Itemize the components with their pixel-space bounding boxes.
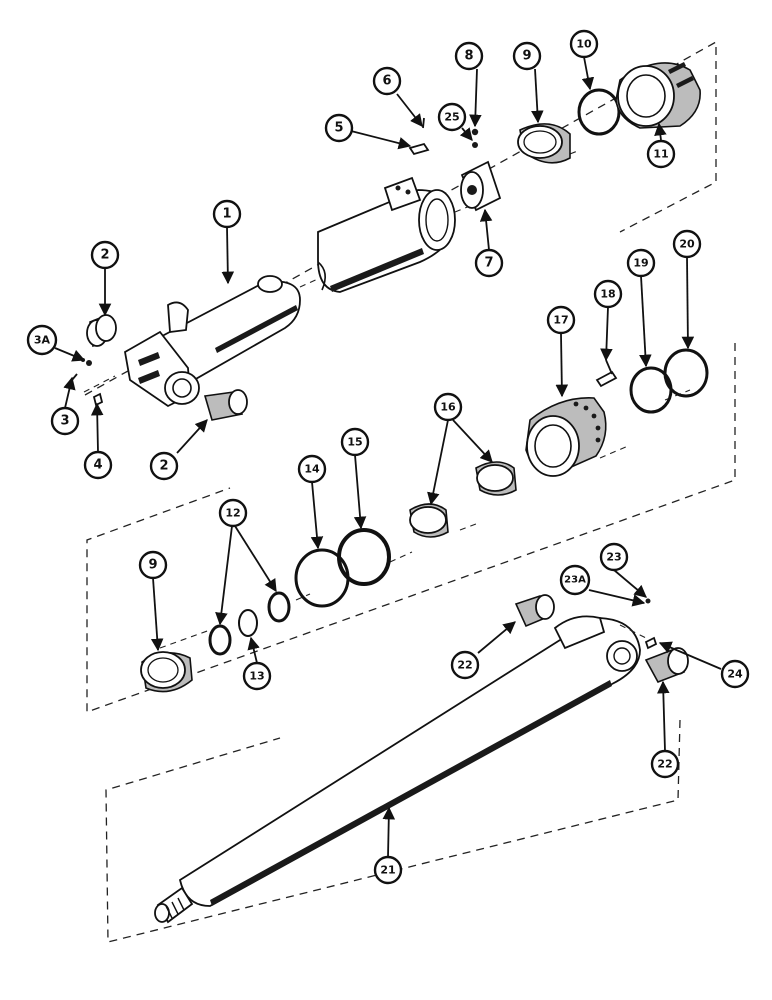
callout-1: 1 xyxy=(212,199,242,229)
leader-lines xyxy=(54,56,722,858)
svg-text:19: 19 xyxy=(633,257,648,270)
ring-9-upper xyxy=(517,123,571,164)
svg-text:25: 25 xyxy=(444,111,459,124)
bushing-lower xyxy=(203,389,248,421)
callout-23a: 23A xyxy=(559,564,591,596)
svg-text:7: 7 xyxy=(484,256,493,271)
svg-text:20: 20 xyxy=(679,238,695,251)
callout-16: 16 xyxy=(433,392,463,422)
callout-10: 10 xyxy=(569,29,599,59)
ring-9-lower xyxy=(140,651,193,693)
svg-text:16: 16 xyxy=(440,401,456,414)
bushing-16-right xyxy=(475,461,517,496)
svg-text:22: 22 xyxy=(457,659,472,672)
callout-5: 5 xyxy=(324,113,354,143)
svg-text:3A: 3A xyxy=(34,334,51,347)
svg-text:9: 9 xyxy=(148,558,157,573)
bushing-16-left xyxy=(409,503,449,538)
svg-text:2: 2 xyxy=(159,459,168,474)
callout-19: 19 xyxy=(626,248,656,278)
pin-6 xyxy=(422,117,425,129)
fitting-23 xyxy=(645,598,651,604)
fitting-24 xyxy=(619,624,658,650)
callout-9-lower: 9 xyxy=(138,550,168,580)
svg-text:8: 8 xyxy=(464,49,473,64)
callout-14: 14 xyxy=(297,454,327,484)
bushing-upper xyxy=(86,314,117,348)
callout-9-upper: 9 xyxy=(512,41,542,71)
centerline-middle xyxy=(159,389,691,649)
seal-13 xyxy=(238,609,258,637)
piston-7 xyxy=(460,160,502,212)
svg-text:21: 21 xyxy=(380,864,395,877)
ring-20 xyxy=(663,348,709,398)
svg-text:4: 4 xyxy=(93,458,102,473)
callout-8: 8 xyxy=(454,41,484,71)
bushing-22-upper xyxy=(514,594,555,628)
oring-10 xyxy=(577,88,621,136)
svg-text:6: 6 xyxy=(382,74,391,89)
fitting-3 xyxy=(71,373,78,381)
callout-22-lower: 22 xyxy=(650,749,680,779)
callout-25: 25 xyxy=(437,102,467,132)
callout-4: 4 xyxy=(83,450,113,480)
svg-text:9: 9 xyxy=(522,49,531,64)
svg-text:17: 17 xyxy=(553,314,568,327)
assembly-frame-upper xyxy=(84,40,717,396)
ball-25 xyxy=(472,142,478,148)
callout-17: 17 xyxy=(546,305,576,335)
assembly-frame-middle xyxy=(86,343,736,713)
svg-text:24: 24 xyxy=(727,668,743,681)
svg-text:3: 3 xyxy=(60,414,69,429)
svg-text:22: 22 xyxy=(657,758,672,771)
callout-22-upper: 22 xyxy=(450,650,480,680)
callout-15: 15 xyxy=(340,427,370,457)
ball-8 xyxy=(471,128,479,136)
fitting-4 xyxy=(92,392,104,407)
seal-12-right xyxy=(267,591,291,623)
callout-23: 23 xyxy=(599,542,629,572)
svg-text:18: 18 xyxy=(600,288,615,301)
bolt-18 xyxy=(595,359,618,388)
barrel-tube xyxy=(317,176,456,293)
callout-6: 6 xyxy=(372,66,402,96)
callout-13: 13 xyxy=(242,661,272,691)
svg-text:10: 10 xyxy=(576,38,592,51)
barrel-base xyxy=(124,275,301,408)
svg-text:2: 2 xyxy=(100,248,109,263)
svg-text:23: 23 xyxy=(606,551,621,564)
callout-24: 24 xyxy=(720,659,750,689)
svg-text:11: 11 xyxy=(653,148,668,161)
seal-12-left xyxy=(208,624,232,656)
svg-text:14: 14 xyxy=(304,463,320,476)
pin-5 xyxy=(408,142,430,156)
svg-text:23A: 23A xyxy=(564,575,586,586)
callout-20: 20 xyxy=(672,229,702,259)
head-17 xyxy=(525,397,607,477)
callout-2-lower: 2 xyxy=(149,451,179,481)
callout-7: 7 xyxy=(474,248,504,278)
svg-text:5: 5 xyxy=(334,121,343,136)
svg-text:1: 1 xyxy=(222,207,231,222)
piston-rod-21 xyxy=(154,615,641,924)
callout-3a: 3A xyxy=(26,324,58,356)
gland-11 xyxy=(615,62,701,129)
oring-15 xyxy=(337,528,391,586)
svg-text:15: 15 xyxy=(347,436,362,449)
callout-2-upper: 2 xyxy=(90,240,120,270)
callout-11: 11 xyxy=(646,139,676,169)
bushing-22-lower xyxy=(644,647,689,683)
svg-text:13: 13 xyxy=(249,670,264,683)
svg-text:12: 12 xyxy=(225,507,240,520)
callout-18: 18 xyxy=(593,279,623,309)
callout-12: 12 xyxy=(218,498,248,528)
callout-3: 3 xyxy=(50,406,80,436)
callout-21: 21 xyxy=(373,855,403,885)
